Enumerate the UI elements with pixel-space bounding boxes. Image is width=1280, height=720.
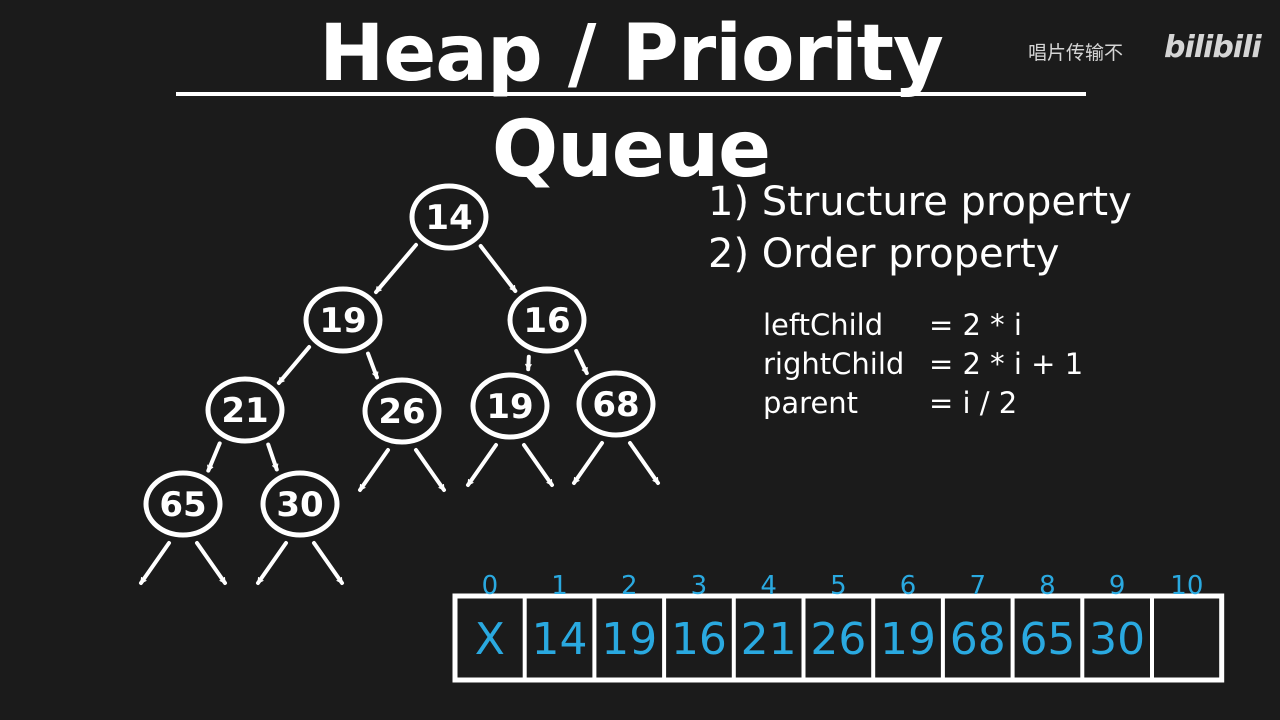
tree-node: 68: [576, 370, 656, 438]
array-index-label: 0: [482, 571, 499, 601]
array-cell-value: 19: [880, 614, 936, 665]
tree-node: 21: [205, 376, 285, 444]
tree-edge-arrow: [466, 443, 498, 487]
tree-edge-arrow: [528, 354, 529, 372]
parent-formula: parent = i / 2: [763, 384, 1093, 423]
formula-label: rightChild: [763, 347, 905, 381]
array-cell-value: 30: [1089, 614, 1145, 665]
tree-edge-arrow: [139, 541, 171, 585]
bilibili-logo: bilibili: [1164, 30, 1262, 65]
tree-edge-arrow: [373, 242, 419, 295]
formula-expression: = 2 * i + 1: [929, 347, 1084, 381]
array-cell-value: 19: [601, 614, 657, 665]
array-index-label: 6: [900, 571, 917, 601]
array-cell-value: 68: [950, 614, 1006, 665]
array-index-label: 4: [760, 571, 777, 601]
index-formulas: leftChild = 2 * i rightChild = 2 * i + 1…: [763, 306, 1093, 423]
tree-edge-arrow: [312, 541, 344, 585]
heap-array: 0 1 2 3 4 5 6 7 8 9 10X 14 19 16 21 26 19 68 65 30: [452, 571, 1225, 683]
tree-node: 26: [362, 377, 442, 445]
array-index-label: 7: [969, 571, 986, 601]
tree-node: 14: [409, 183, 489, 251]
formula-expression: = 2 * i: [929, 308, 1022, 342]
tree-node-value: 30: [276, 485, 323, 525]
tree-node: 19: [303, 286, 383, 354]
array-cell-value: 14: [532, 614, 588, 665]
tree-node: 19: [470, 372, 550, 440]
tree-edges: [139, 242, 660, 585]
title-underline: [176, 92, 1086, 96]
page-title: Heap / Priority Queue: [319, 9, 944, 195]
structure-property: 1) Structure property: [708, 179, 1132, 225]
tree-node-value: 16: [523, 301, 570, 341]
tree-node-value: 14: [425, 198, 472, 238]
tree-edge-arrow: [522, 443, 554, 487]
array-index-label: 3: [691, 571, 708, 601]
array-index-label: 9: [1109, 571, 1126, 601]
tree-nodes: 14 19 16 21 26 19 68 65 30: [143, 183, 656, 538]
array-cell-value: 21: [741, 614, 797, 665]
tree-edge-arrow: [276, 345, 312, 385]
tree-node-value: 21: [221, 391, 268, 431]
array-frame: [452, 593, 1225, 683]
order-property: 2) Order property: [708, 231, 1060, 277]
tree-node: 30: [260, 470, 340, 538]
tree-edge-arrow: [206, 441, 222, 473]
tree-edge-arrow: [256, 541, 288, 585]
tree-edge-arrow: [195, 541, 227, 585]
tree-edge-arrow: [266, 442, 279, 472]
array-cell-value: 16: [671, 614, 727, 665]
watermark-text: 唱片传输不: [1028, 42, 1124, 64]
watermark: 唱片传输不 bilibili: [1028, 30, 1268, 66]
tree-edge-arrow: [366, 351, 379, 380]
tree-edge-arrow: [414, 448, 446, 492]
array-cell-value: 26: [810, 614, 866, 665]
tree-node: 65: [143, 470, 223, 538]
tree-edge-arrow: [572, 441, 604, 485]
tree-edge-arrow: [478, 243, 518, 294]
tree-node: 16: [507, 286, 587, 354]
left-child-formula: leftChild = 2 * i: [763, 306, 1093, 345]
formula-label: parent: [763, 386, 859, 420]
heap-properties: 1) Structure property 2) Order property: [708, 176, 1132, 280]
array-index-label: 2: [621, 571, 638, 601]
array-index-label: 8: [1039, 571, 1056, 601]
tree-edge-arrow: [358, 448, 390, 492]
right-child-formula: rightChild = 2 * i + 1: [763, 345, 1093, 384]
array-index-label: 1: [551, 571, 568, 601]
tree-node-value: 26: [378, 392, 425, 432]
array-cell-value: 65: [1019, 614, 1075, 665]
tree-node-value: 68: [592, 385, 639, 425]
formula-label: leftChild: [763, 308, 884, 342]
tree-edge-arrow: [574, 348, 589, 376]
formula-expression: = i / 2: [929, 386, 1018, 420]
tree-node-value: 65: [159, 485, 206, 525]
array-index-label: 10: [1170, 571, 1203, 601]
array-cell-value: X: [475, 614, 505, 665]
tree-node-value: 19: [319, 301, 366, 341]
tree-node-value: 19: [486, 387, 533, 427]
tree-edge-arrow: [628, 441, 660, 485]
array-index-label: 5: [830, 571, 847, 601]
